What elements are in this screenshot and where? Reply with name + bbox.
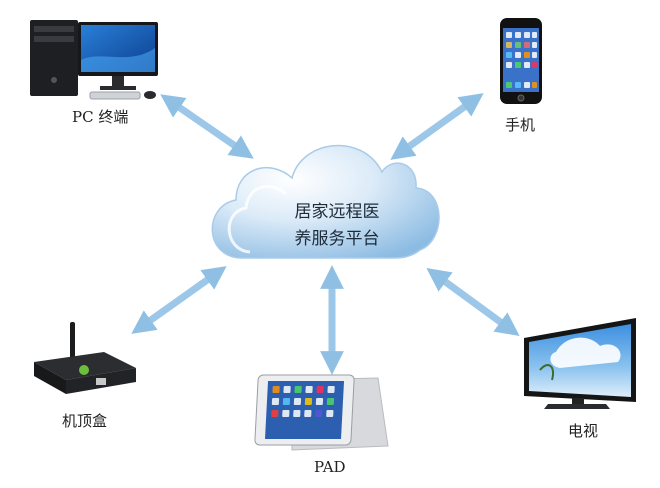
platform-title: 居家远程医 养服务平台 xyxy=(282,199,392,253)
platform-title-line-1: 居家远程医 xyxy=(294,202,380,222)
phone-illustration xyxy=(500,18,542,104)
tv-illustration xyxy=(524,318,636,409)
pad-illustration xyxy=(254,374,389,451)
platform-title-line-2: 养服务平台 xyxy=(294,229,380,249)
pc-illustration xyxy=(30,20,158,100)
label-phone: 手机 xyxy=(505,116,536,134)
cloud-shape xyxy=(211,144,440,259)
arrow-pc xyxy=(160,94,254,159)
arrow-phone xyxy=(390,93,484,160)
label-tv: 电视 xyxy=(568,422,599,440)
arrow-tv xyxy=(426,267,520,337)
label-pc: PC 终端 xyxy=(72,108,129,126)
arrows xyxy=(131,93,520,375)
arrow-stb xyxy=(131,266,227,334)
stb-illustration xyxy=(34,322,136,394)
label-pad: PAD xyxy=(314,458,346,476)
label-stb: 机顶盒 xyxy=(62,412,108,430)
